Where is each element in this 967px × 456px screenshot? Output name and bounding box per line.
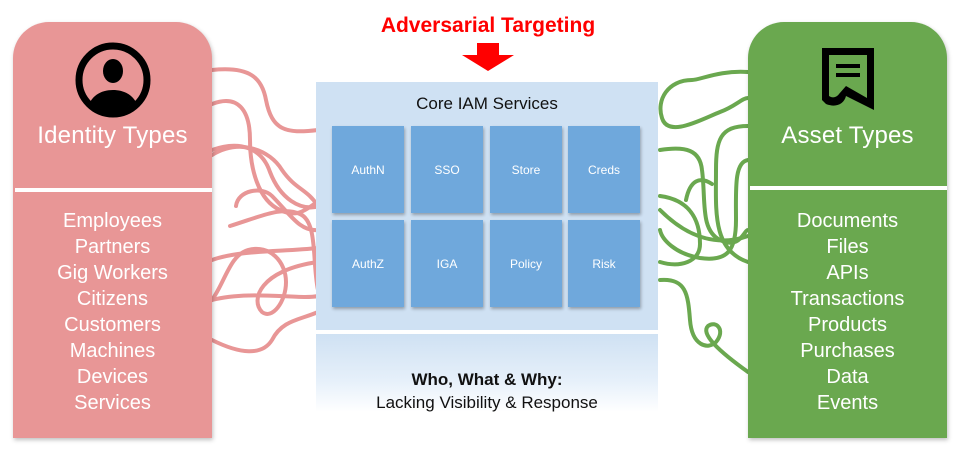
identity-wire xyxy=(210,144,320,208)
asset-types-list: Documents Files APIs Transactions Produc… xyxy=(748,208,947,416)
asset-wire xyxy=(658,69,750,130)
service-tile-authz: AuthZ xyxy=(332,220,404,307)
list-item: Transactions xyxy=(790,288,905,310)
list-item: APIs xyxy=(826,262,869,284)
identity-wire xyxy=(210,293,320,302)
core-iam-services-title: Core IAM Services xyxy=(416,94,558,113)
document-icon xyxy=(821,48,874,110)
list-item: Services xyxy=(74,392,151,414)
asset-wire xyxy=(658,277,750,374)
list-item: Employees xyxy=(63,210,162,232)
divider xyxy=(15,188,212,192)
core-iam-services-box: Core IAM Services AuthN SSO Store Creds … xyxy=(316,82,658,330)
list-item: Partners xyxy=(74,236,151,258)
asset-wire xyxy=(658,194,703,267)
list-item: Data xyxy=(826,366,869,388)
service-tile-iga: IGA xyxy=(411,220,483,307)
list-item: Purchases xyxy=(800,340,895,362)
asset-wire xyxy=(684,178,714,202)
service-tile-authn: AuthN xyxy=(332,126,404,213)
asset-wire xyxy=(658,208,750,243)
asset-types-panel: Asset Types Documents Files APIs Transac… xyxy=(748,22,947,438)
service-tile-risk: Risk xyxy=(568,220,640,307)
asset-wire xyxy=(713,124,750,264)
service-tile-store: Store xyxy=(490,126,562,213)
list-item: Customers xyxy=(64,314,161,336)
lacking-visibility-text: Lacking Visibility & Response xyxy=(376,393,598,412)
list-item: Machines xyxy=(69,340,156,362)
identity-wire xyxy=(210,67,320,134)
identity-wire xyxy=(210,310,320,354)
who-what-why-heading: Who, What & Why: xyxy=(411,370,563,389)
asset-types-title: Asset Types xyxy=(781,122,914,149)
list-item: Gig Workers xyxy=(57,262,168,284)
adversarial-targeting-title: Adversarial Targeting xyxy=(380,14,596,37)
asset-wire xyxy=(658,146,750,245)
person-avatar-icon xyxy=(75,42,150,118)
list-item: Devices xyxy=(76,366,149,388)
service-tile-policy: Policy xyxy=(490,220,562,307)
identity-types-panel: Identity Types Employees Partners Gig Wo… xyxy=(13,22,212,438)
list-item: Products xyxy=(808,314,887,336)
identity-wire xyxy=(234,188,320,233)
asset-wires xyxy=(658,69,750,374)
identity-wires xyxy=(210,67,322,354)
list-item: Events xyxy=(816,392,879,414)
list-item: Documents xyxy=(796,210,899,232)
visibility-gap-box: Who, What & Why: Lacking Visibility & Re… xyxy=(316,334,658,412)
identity-wire xyxy=(228,209,320,292)
identity-types-list: Employees Partners Gig Workers Citizens … xyxy=(13,208,212,416)
list-item: Files xyxy=(826,236,869,258)
identity-wire xyxy=(210,246,320,316)
divider xyxy=(750,186,947,190)
service-tile-creds: Creds xyxy=(568,126,640,213)
identity-wire xyxy=(210,246,320,262)
down-arrow-icon xyxy=(462,43,514,71)
service-tile-sso: SSO xyxy=(411,126,483,213)
identity-wire xyxy=(210,143,322,210)
list-item: Citizens xyxy=(76,288,149,310)
identity-wire xyxy=(210,99,320,216)
asset-wire xyxy=(658,158,750,261)
identity-types-title: Identity Types xyxy=(37,122,188,149)
